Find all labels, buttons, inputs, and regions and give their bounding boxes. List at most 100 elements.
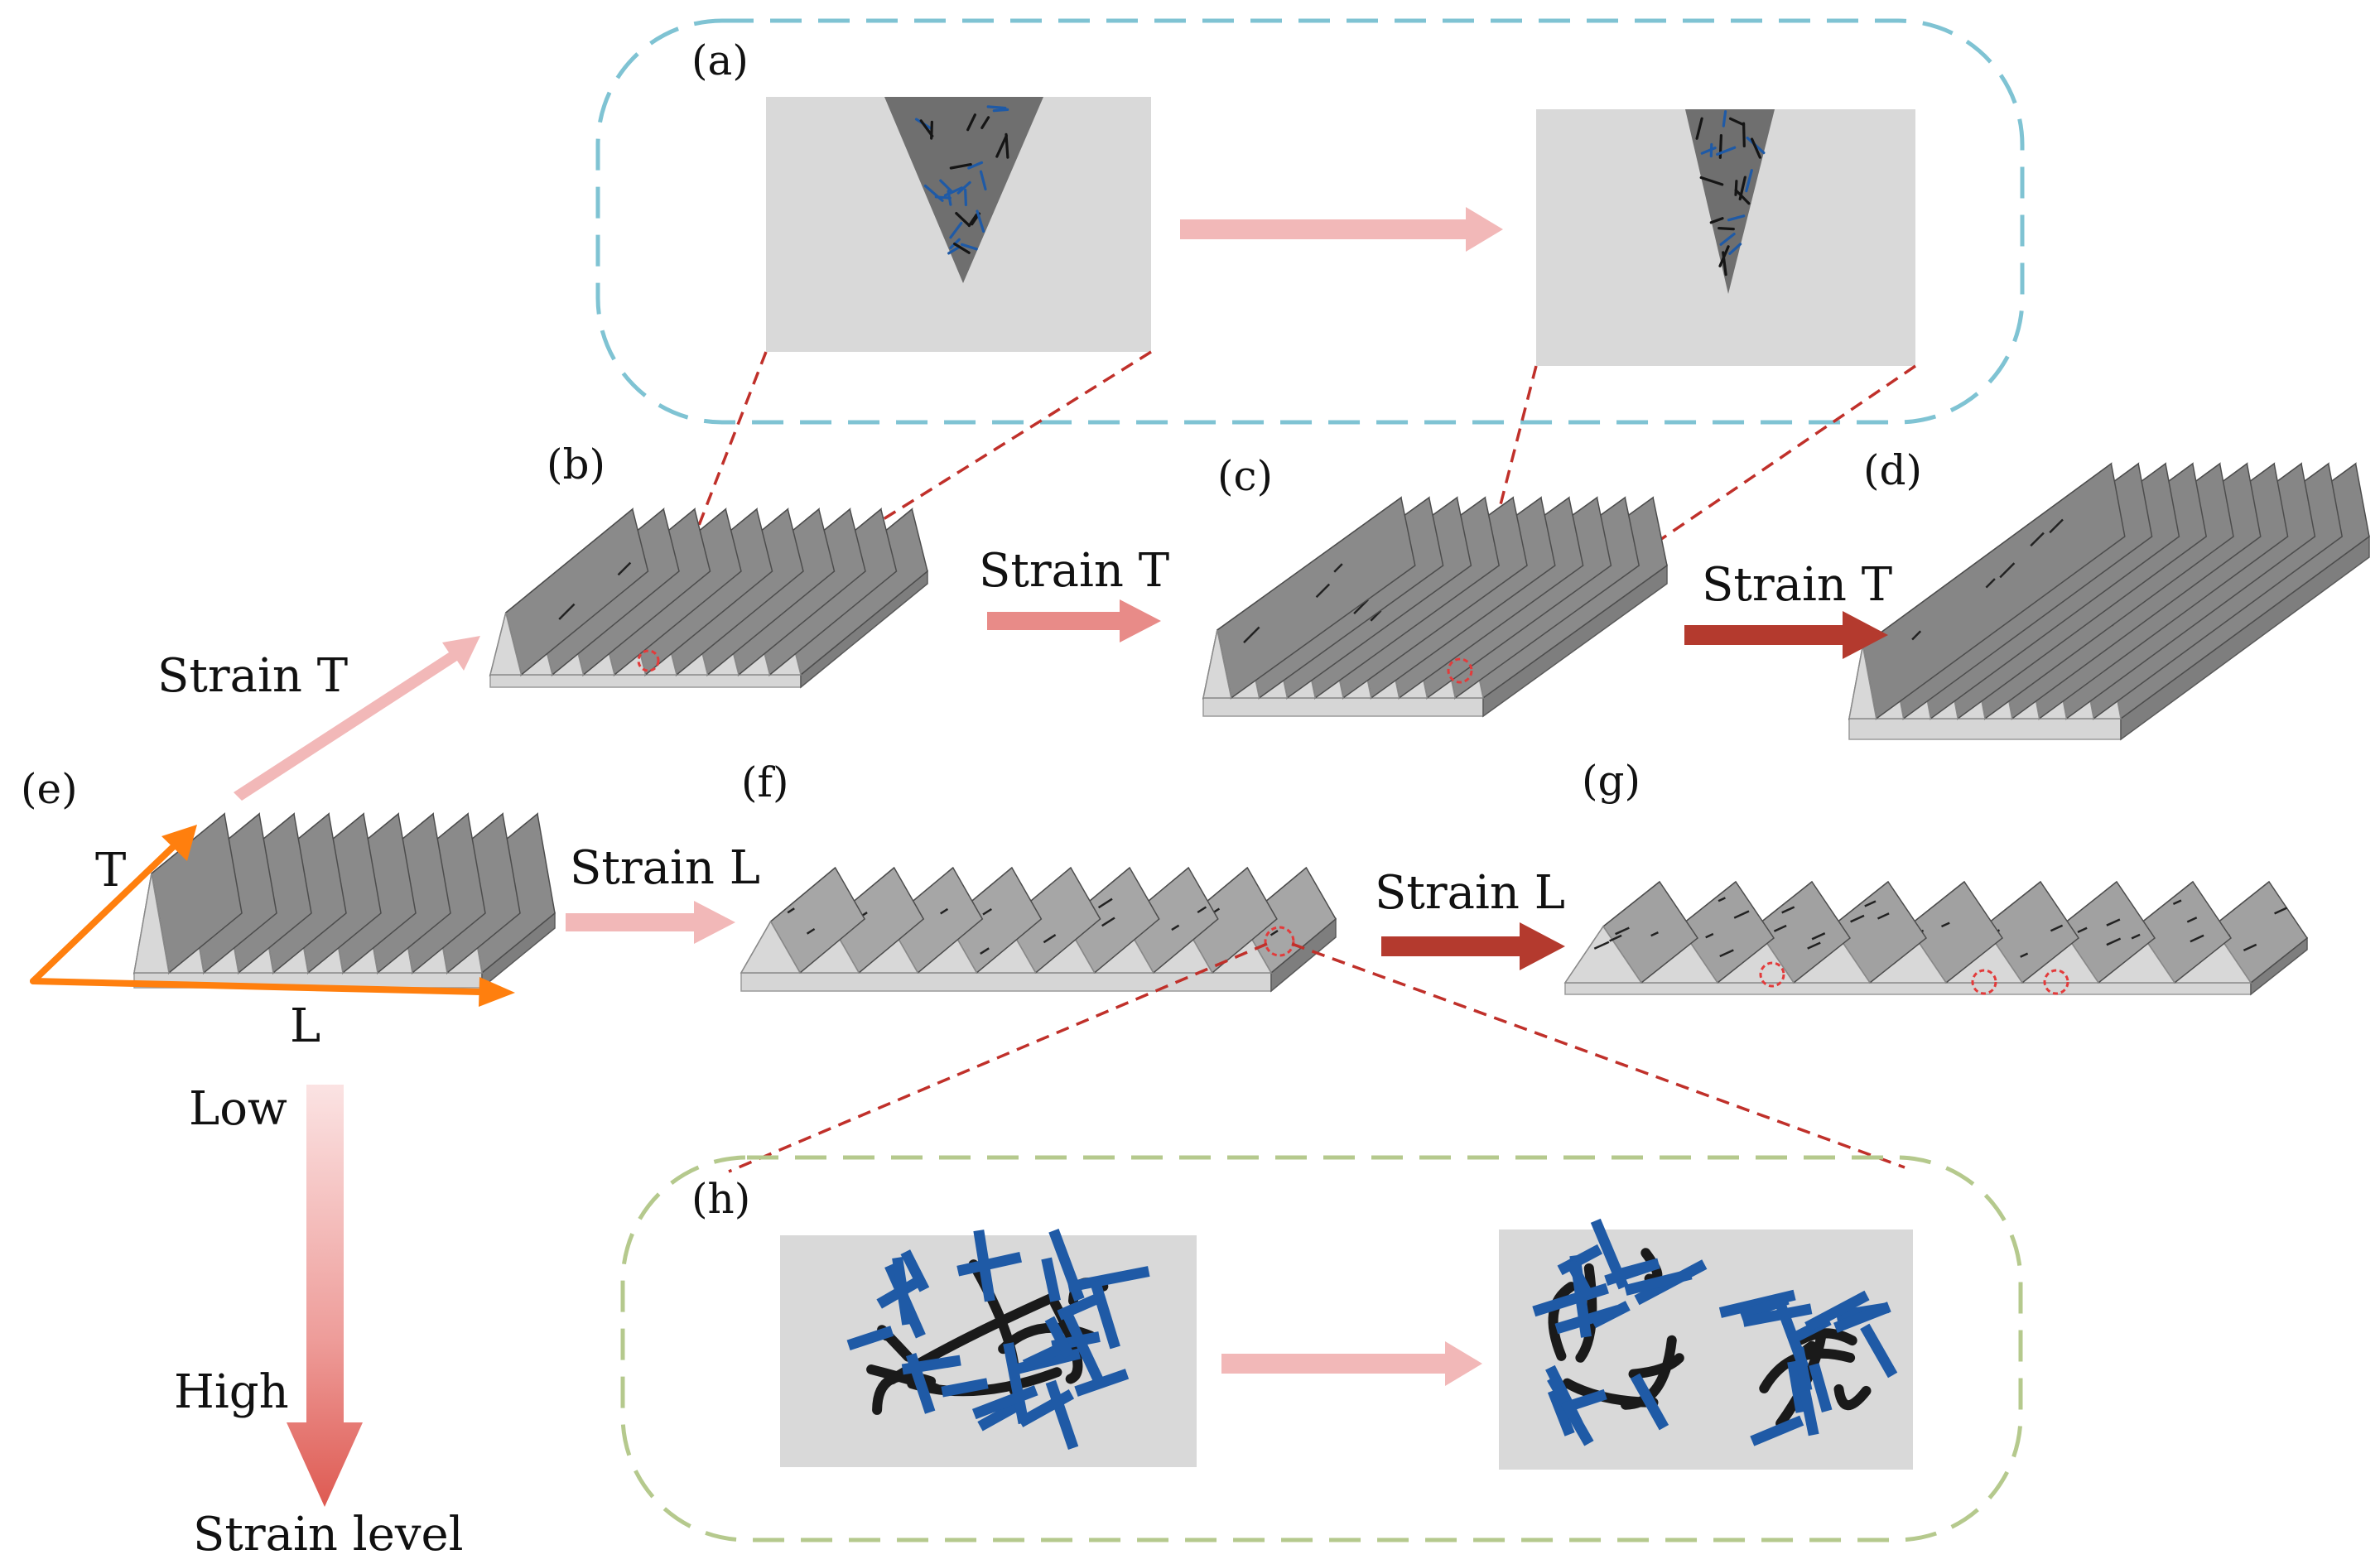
inset-h: (h): [620, 1155, 2023, 1542]
h-flake-blue: [1045, 1379, 1079, 1450]
block-g-crack: [1877, 912, 1890, 920]
strain-level-title: Strain level: [193, 1508, 464, 1562]
block-d-base-front: [1848, 718, 2122, 740]
block-g-crack: [2077, 926, 2088, 934]
block-f-ridge-front: [740, 920, 802, 974]
crack-flake: [986, 105, 1007, 110]
crack-flake: [992, 108, 1009, 113]
block-g-crack: [1781, 906, 1795, 914]
h-flake-blue: [1003, 1342, 1029, 1425]
crack-flake: [1719, 233, 1736, 246]
block-g-crack: [2243, 943, 2257, 952]
strain-high-label: High: [174, 1365, 289, 1419]
detail-circle-g1: [1759, 961, 1785, 988]
block-g-crack: [1940, 922, 1950, 928]
block-c-crack: [1315, 583, 1331, 599]
block-f-crack: [982, 907, 992, 916]
crack-flake: [1734, 180, 1738, 196]
h-flake-blue: [971, 1385, 1038, 1420]
block-c-base-front: [1202, 697, 1484, 717]
crack-flake: [1728, 243, 1742, 255]
block-g-crack: [2186, 917, 2198, 923]
crack-flake: [980, 116, 990, 129]
detail-circle-g3: [2043, 969, 2069, 995]
crack-flake: [960, 243, 978, 251]
zoom-line-b-left: [644, 351, 768, 663]
block-g-crack: [1650, 931, 1659, 937]
crack-flake: [967, 213, 978, 228]
zoom-line-f-left: [728, 942, 1268, 1173]
h-flake-blue: [1532, 1282, 1609, 1317]
h-flake-black: [1548, 1282, 1577, 1361]
block-d-crack: [1985, 578, 1996, 589]
h-flake-blue: [1742, 1303, 1813, 1327]
crack-flake: [995, 134, 1008, 158]
block-d-crack: [2049, 518, 2064, 534]
crack-flake: [952, 242, 971, 254]
block-b-base-front: [489, 674, 802, 688]
block-g-crack: [1719, 949, 1734, 958]
inset-a-dashed-frame: [595, 18, 2025, 425]
h-flake-blue: [892, 1257, 913, 1326]
arrow-c-to-d: [1684, 611, 1888, 659]
h-flake-blue: [1022, 1340, 1068, 1370]
block-c-crack: [1353, 599, 1369, 614]
detail-circle-g2: [1971, 969, 1997, 995]
inset-a-crack-flakes-right: [1695, 110, 1766, 277]
axis-label-t: T: [95, 844, 126, 897]
block-g-crack: [2050, 924, 2064, 932]
block-g-crack: [1807, 941, 1821, 950]
block-g-crack: [1773, 924, 1787, 932]
crack-flake: [1727, 214, 1746, 222]
inset-h-arrow: [1221, 1341, 1482, 1386]
h-flake-blue: [1060, 1307, 1105, 1384]
panel-label-h: (h): [691, 1175, 750, 1223]
h-flake-blue: [846, 1326, 894, 1350]
crack-flake: [979, 170, 987, 191]
arrow-f-to-g: [1381, 922, 1565, 970]
crack-flake: [1709, 142, 1713, 158]
panel-label-b: (b): [547, 440, 605, 488]
ridge-blocks: [132, 462, 2370, 996]
panel-label-f: (f): [741, 758, 789, 806]
block-d-ridge-front: [1848, 645, 1877, 719]
axis-l-head: [479, 977, 515, 1007]
crack-flake: [976, 209, 985, 233]
block-g-crack: [2020, 952, 2029, 958]
block-f-crack: [1269, 930, 1279, 936]
block-f-crack: [1171, 924, 1180, 931]
block-e-ridge-front: [133, 873, 170, 974]
block-g-crack: [1864, 900, 1877, 907]
crack-flake: [1699, 176, 1724, 186]
block-d-crack: [1999, 562, 2016, 579]
detail-circles: [637, 649, 2069, 995]
zoom-line-b-right: [653, 350, 1152, 664]
h-flake-blue: [900, 1249, 930, 1292]
strain-low-label: Low: [189, 1082, 287, 1136]
h-flake-blue: [1048, 1229, 1085, 1302]
block-g-crack: [2274, 907, 2288, 915]
block-d-crack: [2030, 532, 2045, 547]
block-c: [1202, 496, 1668, 718]
crack-flake: [1751, 137, 1761, 159]
crack-flake: [1745, 169, 1753, 193]
block-f-base-front: [740, 972, 1272, 992]
inset-a: (a): [595, 18, 2025, 425]
axes-tl: [30, 825, 515, 1007]
panel-label-g: (g): [1582, 757, 1640, 805]
block-e: [132, 812, 556, 989]
block-g-ridge-front: [1563, 925, 1643, 984]
block-g: [1563, 880, 2309, 996]
h-flake-blue: [1617, 1258, 1660, 1280]
h-flake-blue: [1044, 1316, 1075, 1359]
h-flake-blue: [1804, 1290, 1870, 1332]
block-f-crack: [980, 947, 990, 955]
h-flake-blue: [977, 1400, 1022, 1432]
block-f-crack: [806, 927, 816, 935]
block-b: [489, 507, 928, 689]
h-flake-blue: [1860, 1323, 1898, 1379]
panel-label-c: (c): [1217, 452, 1273, 500]
h-flake-black: [1833, 1384, 1872, 1411]
block-g-crack: [1811, 932, 1826, 941]
